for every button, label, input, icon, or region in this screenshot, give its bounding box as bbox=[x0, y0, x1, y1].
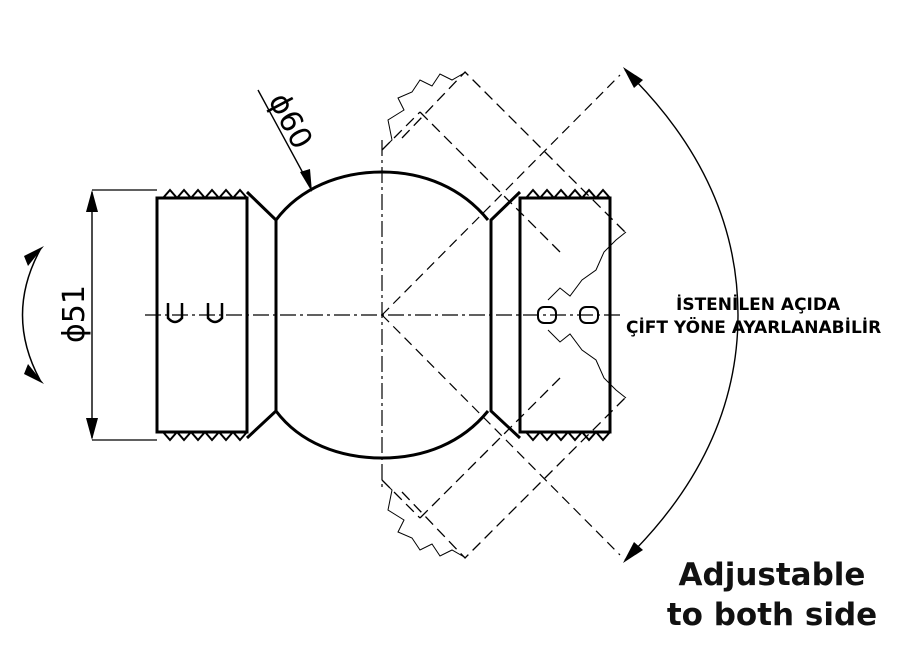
note-line-1: İSTENİLEN AÇIDA bbox=[676, 293, 841, 315]
caption-line-1: Adjustable bbox=[678, 557, 866, 593]
dimension-ball-diameter bbox=[257, 89, 312, 192]
rotation-arc-icon bbox=[21, 246, 44, 384]
dimension-tube-diameter bbox=[86, 189, 157, 441]
tube-diameter-label: ϕ51 bbox=[57, 285, 92, 343]
angle-centerlines bbox=[381, 74, 621, 556]
angle-dimension-arc bbox=[623, 67, 739, 563]
ball-diameter-label: ϕ60 bbox=[261, 87, 319, 155]
caption-line-2: to both side bbox=[666, 597, 878, 633]
left-pins bbox=[166, 303, 224, 324]
note-line-2: ÇİFT YÖNE AYARLANABİLİR bbox=[626, 316, 881, 338]
break-lines bbox=[381, 71, 627, 559]
